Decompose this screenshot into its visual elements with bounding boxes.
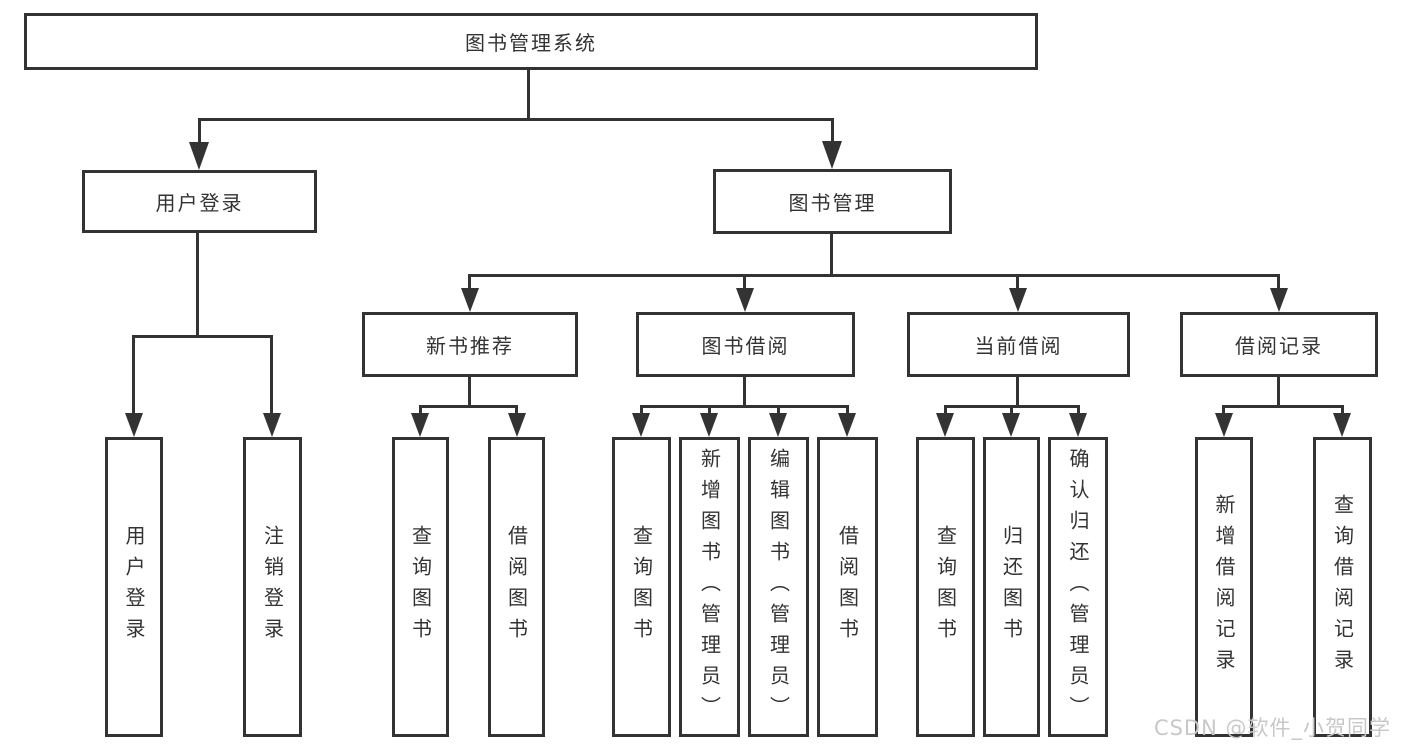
down-arrowhead-icon [1002,413,1020,437]
connector-line [468,274,1280,277]
down-arrowhead-icon [461,288,479,312]
connector-line [1277,274,1280,292]
connector-line [708,405,711,417]
down-arrowhead-icon [1069,413,1087,437]
node-book-borrowing-label: 图书借阅 [701,334,790,358]
leaf-add-borrow-record: 新增借阅记录 [1195,437,1253,737]
node-new-book-recommend-label: 新书推荐 [426,334,514,358]
leaf-logout: 注销登录 [243,437,302,737]
node-borrow-records: 借阅记录 [1180,312,1378,377]
down-arrowhead-icon [411,413,429,437]
down-arrowhead-icon [125,413,143,437]
leaf-query-books-borrowing: 查询图书 [612,437,671,737]
down-arrowhead-icon [936,413,954,437]
down-arrowhead-icon [1215,413,1233,437]
connector-line [270,335,273,416]
connector-line [944,405,947,417]
node-user-login: 用户登录 [82,170,317,233]
leaf-label: 注销登录 [260,525,285,649]
leaf-label: 归还图书 [999,525,1024,649]
connector-line [1341,405,1344,417]
down-arrowhead-icon [838,413,856,437]
connector-line [830,234,833,277]
down-arrowhead-icon [1333,413,1351,437]
node-root-label: 图书管理系统 [465,31,597,55]
connector-line [1016,274,1019,292]
connector-line [468,274,471,292]
connector-line [468,377,471,407]
leaf-borrow-books-recommend: 借阅图书 [488,437,545,737]
connector-line [198,118,833,121]
leaf-user-login: 用户登录 [105,437,163,737]
leaf-label: 新增借阅记录 [1212,494,1236,680]
connector-line [196,233,199,337]
leaf-label: 查询图书 [933,525,958,649]
down-arrowhead-icon [632,413,650,437]
connector-line [1222,405,1344,408]
connector-line [132,335,135,416]
leaf-label: 查询图书 [408,525,433,649]
leaf-label: 用户登录 [122,525,146,649]
leaf-edit-book-admin: 编辑图书（管理员） [748,437,809,737]
leaf-query-books-current: 查询图书 [916,437,975,737]
node-root: 图书管理系统 [24,13,1038,70]
connector-line [419,405,422,417]
connector-line [846,405,849,417]
leaf-query-books-recommend: 查询图书 [392,437,449,737]
connector-line [743,377,746,407]
connector-line [1010,405,1013,417]
connector-line [640,405,643,417]
node-user-login-label: 用户登录 [155,191,244,215]
connector-line [419,405,518,408]
node-new-book-recommend: 新书推荐 [362,312,578,377]
down-arrowhead-icon [769,413,787,437]
connector-line [515,405,518,417]
node-current-borrowing-label: 当前借阅 [974,334,1063,358]
leaf-query-borrow-record: 查询借阅记录 [1313,437,1372,737]
down-arrowhead-icon [1009,288,1027,312]
down-arrowhead-icon [508,413,526,437]
connector-line [1016,377,1019,407]
leaf-label: 查询借阅记录 [1330,494,1355,680]
connector-line [640,405,849,408]
down-arrowhead-icon [822,141,842,169]
down-arrowhead-icon [263,413,281,437]
connector-line [743,274,746,292]
connector-line [198,118,201,146]
leaf-borrow-books-borrowing: 借阅图书 [817,437,878,737]
down-arrowhead-icon [736,288,754,312]
connector-line [831,118,834,145]
leaf-label: 确认归还（管理员） [1066,447,1090,727]
leaf-label: 编辑图书（管理员） [766,447,791,727]
node-current-borrowing: 当前借阅 [907,312,1130,377]
leaf-label: 借阅图书 [504,525,529,649]
node-borrow-records-label: 借阅记录 [1235,334,1323,358]
connector-line [1077,405,1080,417]
down-arrowhead-icon [189,142,209,170]
connector-line [1222,405,1225,417]
node-book-borrowing: 图书借阅 [636,312,855,377]
connector-line [777,405,780,417]
connector-line [132,335,273,338]
leaf-confirm-return-admin: 确认归还（管理员） [1048,437,1108,737]
leaf-label: 借阅图书 [835,525,860,649]
leaf-label: 查询图书 [629,525,654,649]
node-book-management-label: 图书管理 [788,191,877,215]
node-book-management: 图书管理 [713,169,952,234]
down-arrowhead-icon [700,413,718,437]
connector-line [1277,377,1280,407]
down-arrowhead-icon [1270,288,1288,312]
leaf-add-book-admin: 新增图书（管理员） [679,437,740,737]
leaf-label: 新增图书（管理员） [697,447,722,727]
watermark: CSDN @软件_小贺同学 [1153,716,1391,740]
connector-line [527,70,530,119]
leaf-return-book: 归还图书 [983,437,1040,737]
